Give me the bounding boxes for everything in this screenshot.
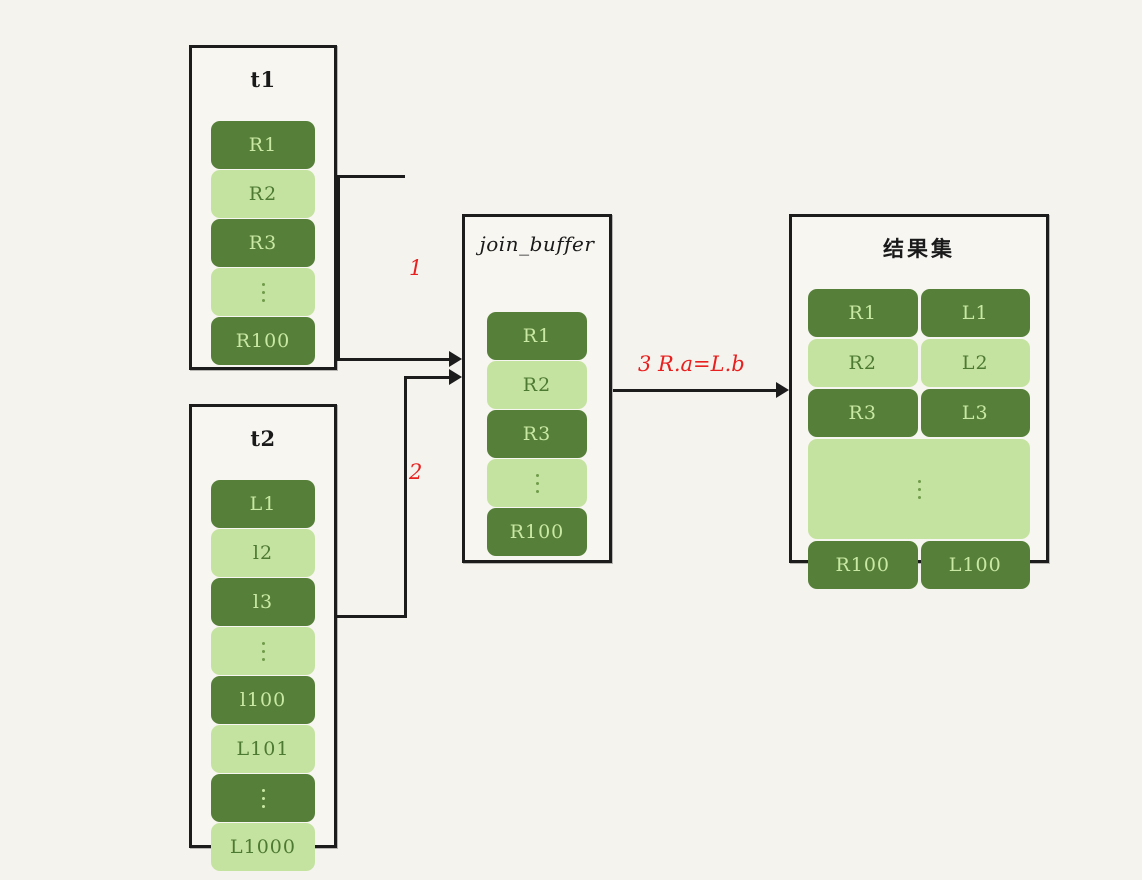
table-t2-row-cell bbox=[211, 627, 315, 675]
result-cell-right: L1 bbox=[920, 289, 1030, 337]
connector-3-horizontal bbox=[613, 389, 776, 392]
connector-3-arrowhead bbox=[776, 382, 789, 398]
result-cell-left: R1 bbox=[808, 289, 918, 337]
table-t1-row-cell bbox=[211, 268, 315, 316]
join-buffer-row-cell: R1 bbox=[487, 312, 587, 360]
connector-1-vertical bbox=[337, 175, 340, 361]
connector-1-horizontal bbox=[337, 358, 449, 361]
table-t2-row-cell: l100 bbox=[211, 676, 315, 724]
join-buffer-row-cell: R3 bbox=[487, 410, 587, 458]
table-t1-row-cell: R1 bbox=[211, 121, 315, 169]
connector-2-vertical bbox=[404, 376, 407, 618]
table-t2-row-cell bbox=[211, 774, 315, 822]
table-t2-row-cell: L1000 bbox=[211, 823, 315, 871]
table-t2-row-cell: l3 bbox=[211, 578, 315, 626]
vertical-ellipsis-icon bbox=[261, 627, 265, 675]
annotation-step-3-join-condition: 3 R.a=L.b bbox=[638, 352, 745, 376]
connector-2-bottom bbox=[337, 615, 407, 618]
connector-2-arrowhead bbox=[449, 369, 462, 385]
table-t2-row-cell: L1 bbox=[211, 480, 315, 528]
table-t1-row-cell: R100 bbox=[211, 317, 315, 365]
result-cell-right: L2 bbox=[920, 339, 1030, 387]
table-t1-row-cell: R3 bbox=[211, 219, 315, 267]
table-t2-row-cell: l2 bbox=[211, 529, 315, 577]
table-t1-row-cell: R2 bbox=[211, 170, 315, 218]
result-cell-left bbox=[808, 439, 1030, 539]
connector-1-top bbox=[337, 175, 405, 178]
annotation-step-2: 2 bbox=[409, 460, 423, 484]
vertical-ellipsis-icon bbox=[535, 459, 539, 507]
annotation-step-1: 1 bbox=[409, 256, 423, 280]
result-set-title: 结果集 bbox=[883, 236, 955, 261]
connector-2-horizontal bbox=[404, 376, 449, 379]
result-cell-left: R3 bbox=[808, 389, 918, 437]
vertical-ellipsis-icon bbox=[261, 268, 265, 316]
vertical-ellipsis-icon bbox=[261, 774, 265, 822]
join-buffer-row-cell: R2 bbox=[487, 361, 587, 409]
table-title-t1: t1 bbox=[250, 67, 276, 92]
vertical-ellipsis-icon bbox=[917, 439, 921, 539]
result-cell-right: L3 bbox=[920, 389, 1030, 437]
table-t2-row-cell: L101 bbox=[211, 725, 315, 773]
join-buffer-row-cell bbox=[487, 459, 587, 507]
result-cell-right: L100 bbox=[920, 541, 1030, 589]
result-cell-left: R2 bbox=[808, 339, 918, 387]
join-buffer-row-cell: R100 bbox=[487, 508, 587, 556]
result-set-row bbox=[808, 439, 1030, 539]
table-title-t2: t2 bbox=[250, 426, 276, 451]
connector-1-arrowhead bbox=[449, 351, 462, 367]
result-cell-left: R100 bbox=[808, 541, 918, 589]
join-buffer-title: join_buffer bbox=[479, 232, 595, 256]
